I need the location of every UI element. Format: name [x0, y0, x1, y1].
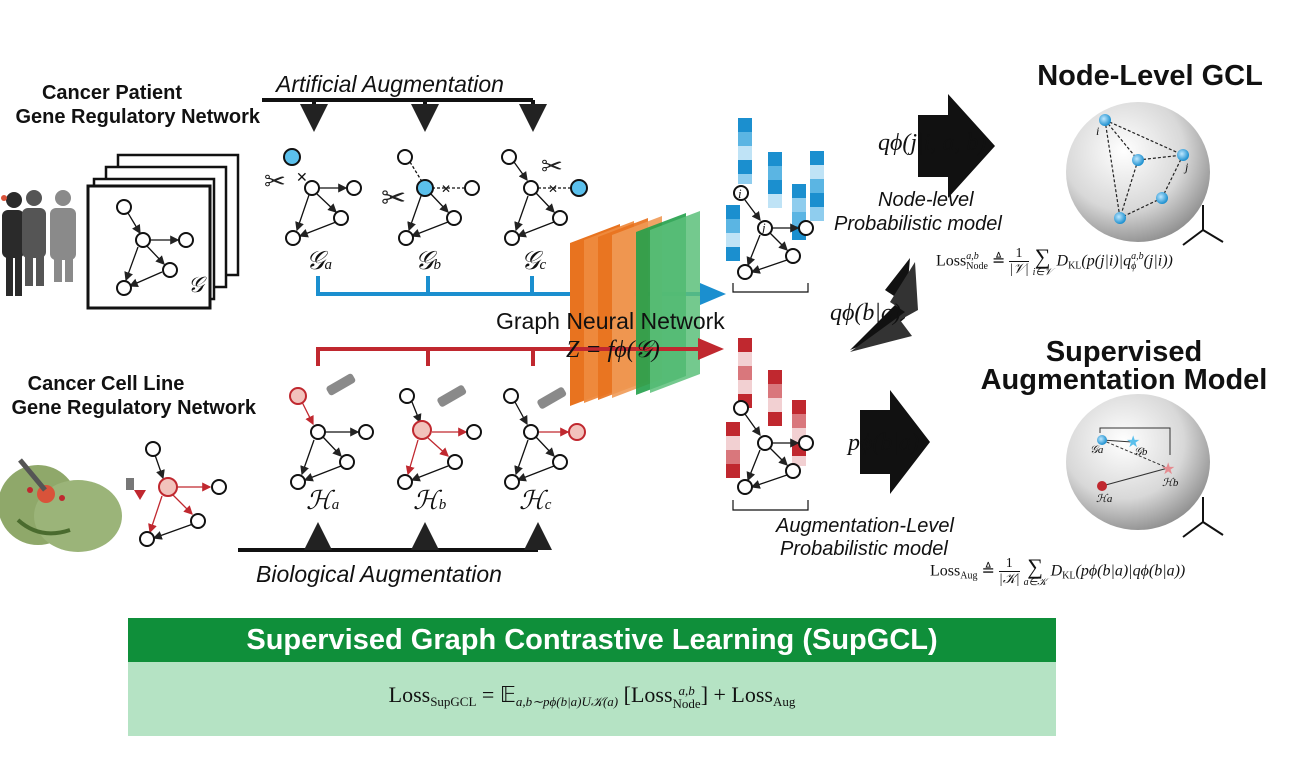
graph-gb: ✕	[397, 149, 480, 246]
label-gc: 𝒢c	[521, 246, 547, 275]
patient-graph	[116, 199, 194, 296]
patient-graph-stack	[86, 153, 240, 310]
gnn-title: Graph Neural Network	[496, 308, 725, 334]
scissors-icon: ✂	[264, 166, 286, 196]
blue-arrowhead	[700, 283, 726, 305]
svg-text:✕: ✕	[296, 169, 308, 185]
aug-level-graph	[732, 400, 814, 511]
node-i-label: i	[738, 186, 742, 201]
aug-model-line2: Probabilistic model	[780, 538, 948, 560]
scissors-icon: ✂	[541, 151, 563, 181]
graph-ga: ✕	[283, 148, 362, 246]
gene-knockout-icon	[326, 373, 567, 409]
node-model-formula: qϕ(j|i, a, b)	[878, 130, 987, 156]
aug-model-sphere: ★ ★	[1066, 394, 1224, 538]
artificial-augmentation-label: Artificial Augmentation	[276, 71, 504, 97]
patient-title-line2: Gene Regulatory Network	[15, 106, 260, 128]
label-gb: 𝒢b	[415, 246, 442, 275]
node-embedding-bars	[726, 118, 824, 261]
cellline-graph	[126, 441, 227, 547]
red-bracket	[316, 347, 702, 366]
patient-people-icon	[1, 190, 76, 296]
artificial-bracket	[262, 98, 547, 132]
graph-hc	[503, 388, 586, 490]
svg-text:★: ★	[1126, 434, 1140, 451]
loss-aug-formula: LossAug ≜ 1|𝒦| ∑a∈𝒦 DKL(pϕ(b|a)|qϕ(b|a))	[930, 553, 1186, 588]
arrow-q-aug	[850, 258, 918, 352]
svg-text:✕: ✕	[548, 182, 558, 196]
arrow-p-aug	[860, 390, 930, 494]
sam-title-line2: Augmentation Model	[980, 364, 1268, 396]
sphere-ga-label: 𝒢a	[1090, 444, 1104, 456]
graph-ha	[289, 387, 374, 490]
patient-title-line1: Cancer Patient	[41, 82, 183, 104]
svg-text:✕: ✕	[441, 182, 451, 196]
sphere-gb-label: 𝒢b	[1134, 446, 1148, 458]
node-gcl-title: Node-Level GCL	[1037, 60, 1263, 92]
biological-augmentation-label: Biological Augmentation	[256, 561, 502, 587]
biological-bracket	[238, 522, 552, 552]
arrow-node-model	[918, 94, 995, 198]
graph-gc: ✕	[501, 149, 588, 246]
node-model-line2: Probabilistic model	[834, 213, 1002, 235]
supgcl-banner: Supervised Graph Contrastive Learning (S…	[128, 618, 1056, 662]
sam-title-line1: Supervised	[1045, 336, 1203, 368]
cellline-title-line1: Cancer Cell Line	[27, 373, 185, 395]
sphere-ha-label: ℋa	[1096, 493, 1113, 505]
graph-symbol: 𝒢	[188, 272, 204, 297]
sphere-hb-label: ℋb	[1162, 477, 1179, 489]
label-hb: ℋb	[413, 486, 447, 515]
svg-text:✂: ✂	[381, 182, 406, 215]
node-level-graph	[732, 185, 814, 293]
sphere-j-label: j	[1185, 160, 1189, 174]
label-ga: 𝒢a	[306, 246, 333, 275]
scissors-icon: ✂	[381, 182, 406, 215]
graph-hb	[397, 388, 482, 490]
aug-q-formula: qϕ(b|a)	[830, 300, 902, 326]
node-j-label: j	[762, 220, 766, 235]
gnn-formula: Z = fϕ(𝒢)	[566, 337, 660, 363]
svg-text:✂: ✂	[264, 166, 286, 196]
aug-model-line1: Augmentation-Level	[776, 515, 954, 537]
label-ha: ℋa	[306, 486, 340, 515]
sphere-i-label: i	[1096, 124, 1100, 138]
svg-text:✂: ✂	[541, 151, 563, 181]
cell-line-icon	[0, 458, 122, 552]
red-arrowhead	[698, 338, 724, 360]
label-hc: ℋc	[519, 486, 552, 515]
aug-p-formula: pϕ(b|a)	[848, 430, 920, 456]
node-level-sphere	[1066, 102, 1224, 246]
cellline-title-line2: Gene Regulatory Network	[11, 397, 256, 419]
svg-text:★: ★	[1161, 461, 1175, 478]
node-model-line1: Node-level	[878, 189, 974, 211]
